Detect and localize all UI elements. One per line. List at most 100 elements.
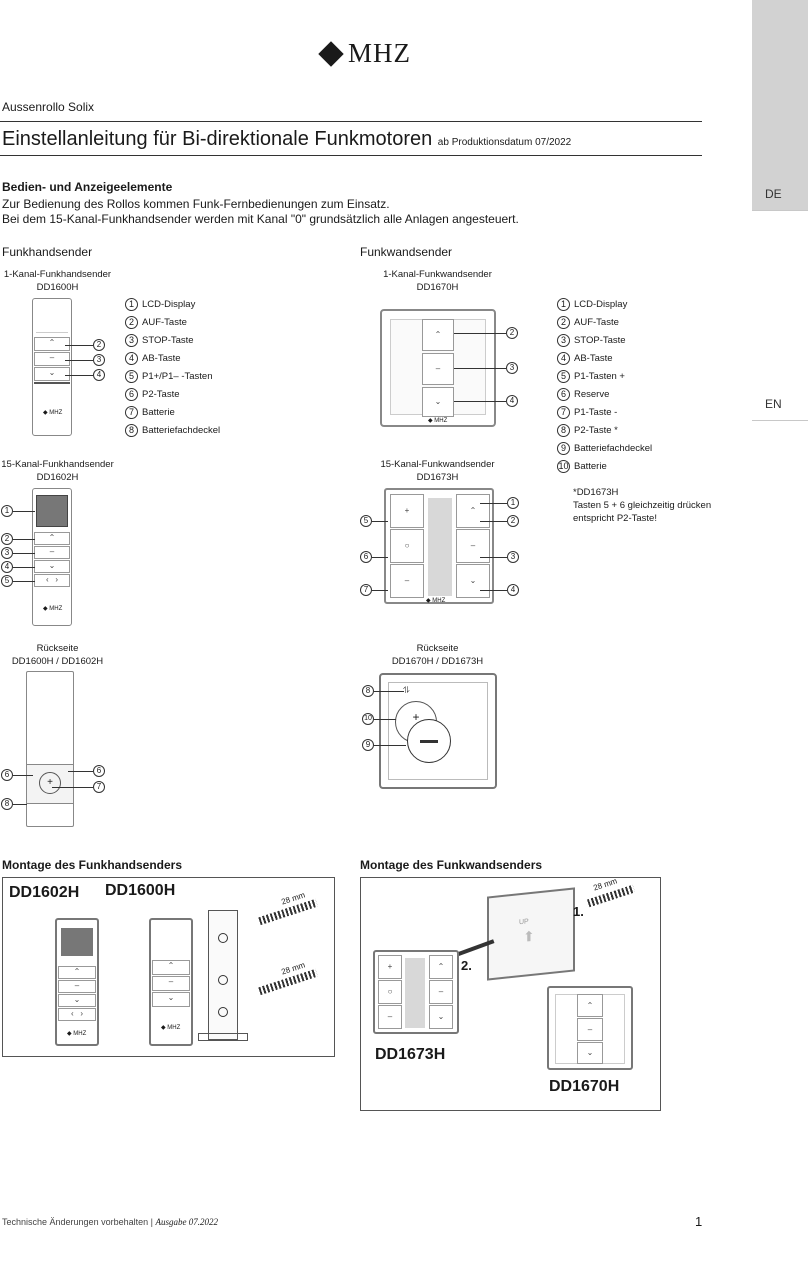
legend-num: 8 — [125, 423, 138, 437]
legend-num: 6 — [557, 387, 570, 401]
wall-plate: UP ⬆ — [487, 887, 575, 981]
leader-line — [454, 401, 506, 402]
callout-4: 4 — [506, 395, 518, 407]
legend-text: STOP-Taste — [574, 334, 626, 346]
legend-num: 2 — [125, 315, 138, 329]
device-top — [36, 303, 68, 333]
footer-edition: Ausgabe 07.2022 — [155, 1217, 218, 1227]
wall-1ch-sketch: ⌃ – ⌄ — [547, 986, 633, 1070]
leader-line — [480, 590, 507, 591]
up-key: ⌃ — [58, 966, 96, 979]
battery-cover — [407, 719, 451, 763]
legend-text: LCD-Display — [574, 298, 628, 310]
callout-1: 1 — [1, 505, 13, 517]
leader-line — [13, 567, 35, 568]
callout-8: 8 — [1, 798, 13, 810]
model-label: DD1602H — [9, 884, 80, 901]
intro-text: Zur Bedienung des Rollos kommen Funk-Fer… — [2, 197, 519, 227]
legend-num: 5 — [125, 369, 138, 383]
leader-line — [372, 557, 388, 558]
lcd-display — [61, 928, 93, 956]
label-line: 15-Kanal-Funkhandsender — [1, 459, 114, 470]
handheld-15ch-device: ⌃ – ⌄ ‹ › ◆ MHZ — [32, 488, 72, 626]
wall-1ch-label: 1-Kanal-Funkwandsender DD1670H — [370, 268, 505, 294]
legend-item: 9 Batteriefachdeckel — [557, 439, 652, 457]
legend-text: P2-Taste — [142, 388, 180, 400]
callout-5: 5 — [360, 515, 372, 527]
minus-key: – — [378, 1005, 402, 1029]
product-name: Aussenrollo Solix — [2, 100, 95, 114]
stop-key: – — [429, 980, 453, 1004]
up-key: ⌃ — [152, 960, 190, 975]
leader-line — [13, 553, 35, 554]
label-line: DD1600H — [36, 282, 79, 293]
key-bar — [34, 382, 70, 384]
leader-line — [454, 368, 506, 369]
step-2: 2. — [461, 958, 472, 973]
channel-keys: ‹ › — [34, 574, 70, 587]
callout-4: 4 — [507, 584, 519, 596]
lcd-display — [405, 958, 425, 1028]
label-line: 15-Kanal-Funkwandsender — [380, 459, 495, 470]
legend-num: 4 — [125, 351, 138, 365]
legend-item: 8 P2-Taste * — [557, 421, 652, 439]
handheld-15ch-sketch: ⌃ – ⌄ ‹ › ◆ MHZ — [55, 918, 99, 1046]
wall-note: *DD1673H Tasten 5 + 6 gleichzeitig drück… — [573, 486, 711, 525]
down-key: ⌄ — [577, 1042, 603, 1064]
legend-text: Batterie — [142, 406, 175, 418]
down-key: ⌄ — [34, 367, 70, 381]
legend-num: 8 — [557, 423, 570, 437]
lang-divider — [752, 420, 808, 421]
stop-key: – — [34, 546, 70, 559]
section-title: Bedien- und Anzeigeelemente — [2, 180, 173, 194]
tool-icon: ⥮ — [403, 685, 410, 695]
leader-line — [372, 590, 388, 591]
legend-text: STOP-Taste — [142, 334, 194, 346]
callout-9: 9 — [362, 739, 374, 751]
legend-num: 9 — [557, 441, 570, 455]
legend-num: 1 — [125, 297, 138, 311]
legend-text: AB-Taste — [574, 352, 613, 364]
intro-line: Bei dem 15-Kanal-Funkhandsender werden m… — [2, 212, 519, 226]
reserve-key: ○ — [378, 980, 402, 1004]
stop-key: – — [152, 976, 190, 991]
label-line: DD1600H / DD1602H — [11, 656, 104, 667]
lang-en[interactable]: EN — [765, 397, 782, 411]
arrow-up-icon: ⬆ — [523, 927, 535, 945]
leader-line — [480, 521, 507, 522]
leader-line — [13, 804, 27, 805]
leader-line — [65, 345, 93, 346]
leader-line — [68, 771, 93, 772]
bracket-base — [198, 1033, 248, 1041]
legend-text: AUF-Taste — [574, 316, 619, 328]
down-key: ⌄ — [58, 994, 96, 1007]
model-label: DD1670H — [549, 1078, 620, 1095]
leader-line — [13, 511, 35, 512]
mini-logo-icon: ◆ MHZ — [428, 418, 448, 424]
legend-text: P2-Taste * — [574, 424, 618, 436]
mount-wall-figure: UP ⬆ 2. 1. 28 mm + ○ – ⌃ – ⌄ DD1673H ⌃ –… — [360, 876, 661, 1111]
leader-line — [374, 719, 396, 720]
page-title: Einstellanleitung für Bi-direktionale Fu… — [2, 128, 571, 151]
callout-7: 7 — [360, 584, 372, 596]
title-text: Einstellanleitung für Bi-direktionale Fu… — [2, 128, 433, 150]
lcd-display — [428, 498, 452, 596]
callout-2: 2 — [506, 327, 518, 339]
footer-text: Technische Änderungen vorbehalten | — [2, 1217, 156, 1227]
lang-de[interactable]: DE — [765, 187, 782, 201]
lang-divider — [752, 210, 808, 211]
up-key: ⌃ — [577, 994, 603, 1017]
callout-6: 6 — [93, 765, 105, 777]
up-key: ⌃ — [429, 955, 453, 979]
leader-line — [13, 775, 33, 776]
legend-text: Batteriefachdeckel — [574, 442, 653, 454]
